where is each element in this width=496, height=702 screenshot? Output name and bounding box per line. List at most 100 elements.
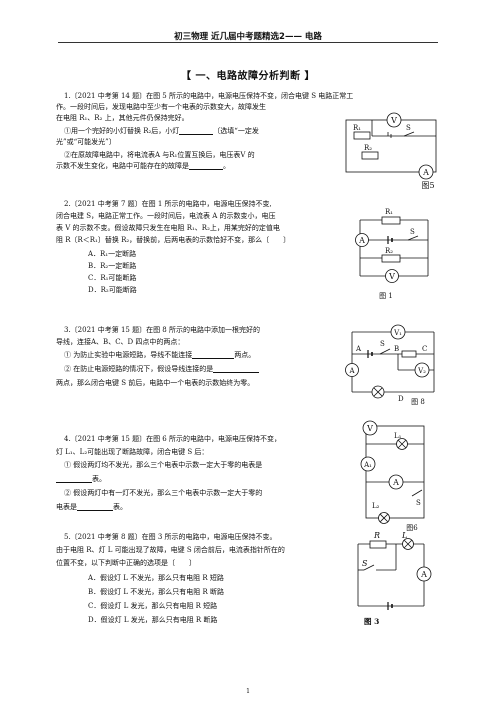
- fig3-l-label: L: [401, 531, 407, 540]
- figure-8-circuit: V₁ A S B C A V₂ D 图 8: [342, 324, 442, 406]
- fig5-r1-label: R₁: [353, 124, 361, 132]
- q3-blank-2[interactable]: [213, 365, 260, 373]
- resistor-r2-symbol: [381, 254, 401, 263]
- q3-line-4-text: ② 在防止电源短路的情况下，假设导线连接的是: [64, 365, 214, 373]
- fig6-voltmeter-label: V: [366, 424, 373, 433]
- fig3-r-label: R: [373, 531, 380, 540]
- fig8-caption: 图 8: [411, 398, 425, 406]
- q3-line-3-text: ① 为防止实验中电源短路，导线不能连接: [64, 351, 193, 359]
- fig8-point-b: B: [394, 345, 399, 353]
- fig1-r1-label: R₁: [385, 208, 393, 216]
- section-title: 【 一、电路故障分析判断 】: [181, 71, 315, 82]
- fig6-ammeter-symbol: [388, 474, 404, 490]
- fig6-l1-label: L₁: [394, 432, 402, 440]
- q4-line-2: 灯 L₁、L₂可能出现了断路故障，闭合电键 S 后：: [56, 448, 209, 456]
- voltmeter-v2-symbol: [414, 362, 430, 378]
- q1-line-2: 作。一段时间后，发现电路中至少有一个电表的示数变大，故障发生: [56, 103, 266, 111]
- fig1-ammeter-label: A: [358, 236, 365, 245]
- q4-line-6-text: 电表是: [56, 503, 77, 511]
- q2-option-c[interactable]: C．R₁可能断路: [88, 274, 137, 282]
- fig1-switch-label: S: [410, 228, 415, 236]
- fig1-switch-symbol: [407, 235, 419, 241]
- fig1-caption: 图 1: [379, 292, 393, 300]
- voltmeter-v1-symbol: [390, 324, 406, 340]
- q5-line-1: 5.〔2021 中考第 8 题〕在图 3 所示的电路中，电源电压保持不变。: [64, 533, 277, 541]
- resistor-r1-symbol: [381, 216, 401, 225]
- q3-line-2: 导线，连接A、B、C、D 四点中的两点：: [56, 338, 185, 346]
- q1-blank-2[interactable]: [189, 162, 223, 170]
- q3-line-4: ② 在防止电源短路的情况下，假设导线连接的是: [64, 365, 260, 373]
- q4-line-6: 电表是 表。: [56, 503, 127, 511]
- voltmeter-symbol: [386, 112, 402, 128]
- q4-blank-1[interactable]: [56, 475, 92, 483]
- q5-line-2: 由于电阻 R、灯 L 可能出现了故障，电键 S 闭合前后，电流表指针所在的: [56, 546, 285, 554]
- q4-blank-2[interactable]: [77, 503, 113, 511]
- q1-line-3: 在电阻 R₁、R₂ 上，其他元件仍保持完好。: [56, 114, 189, 122]
- fig5-voltmeter-label: V: [390, 116, 397, 125]
- q5-option-c[interactable]: C．假设灯 L 发光，那么只有电阻 R 短路: [88, 602, 218, 610]
- fig8-point-c: C: [422, 345, 427, 353]
- fig5-r2-label: R₂: [364, 144, 372, 152]
- q2-line-4: 阻 R〔R＜R₁〕替换 R₂，替换前，后两电表的示数恰好不变，那么〔 〕: [56, 236, 291, 244]
- page-header: 初三物理 近几届中考题精选2—— 电路: [174, 32, 322, 42]
- q1-line-1: 1.〔2021 中考第 14 题〕在图 5 所示的电路中，电源电压保持不变，闭合…: [64, 92, 354, 100]
- fig6-l2-label: L₂: [372, 502, 380, 510]
- fig3-ammeter-symbol: [416, 566, 432, 582]
- q3-blank-1[interactable]: [192, 351, 235, 359]
- q4-line-5: ② 假设两灯中有一灯不发光，那么三个电表中示数一定大于零的: [64, 489, 263, 497]
- q2-line-2: 闭合电建 S，电路正常工作。一段时间后，电流表 A 的示数变小，电压: [56, 212, 276, 220]
- q1-line-4-text: ①用一个完好的小灯替换 R₂后，小灯: [64, 127, 180, 135]
- q5-line-3: 位置不变，以下判断中正确的选项是〔 〕: [56, 559, 196, 567]
- q1-line-7-tail: 。: [223, 162, 230, 170]
- header-divider: [58, 42, 438, 43]
- figure-1-circuit: R₁ A S R₂ V 图 1: [352, 208, 436, 300]
- fig8-v2-label: V₂: [417, 367, 426, 375]
- fig3-switch-label: S: [362, 559, 368, 568]
- q1-line-4-tail: 〔选填“一定发: [213, 127, 259, 135]
- q5-option-b[interactable]: B．假设灯 L 不发光，那么只有电阻 R 断路: [88, 588, 224, 596]
- q2-option-b[interactable]: B．R₂一定断路: [88, 262, 137, 270]
- q1-line-4: ①用一个完好的小灯替换 R₂后，小灯 〔选填“一定发: [64, 127, 259, 135]
- q3-line-1: 3.〔2021 中考第 15 题〕在图 8 所示的电路中添加一根完好的: [64, 326, 260, 334]
- q3-line-3-tail: 两点。: [234, 351, 256, 359]
- figure-5-circuit: V R₁ S R₂ A 图5: [342, 110, 442, 190]
- fig6-switch-label: S: [416, 499, 421, 507]
- q3-line-3: ① 为防止实验中电源短路，导线不能连接 两点。: [64, 351, 255, 359]
- ammeter-symbol: [418, 164, 434, 180]
- q2-option-d[interactable]: D．R₂可能断路: [88, 286, 137, 294]
- voltmeter-symbol: [385, 269, 399, 283]
- fig5-caption: 图5: [421, 181, 434, 190]
- fig8-ammeter-label: A: [348, 367, 355, 375]
- fig1-voltmeter-label: V: [388, 272, 395, 281]
- q2-line-3: 表 V 的示数不变。假设故障只发生在电阻 R₁、R₂上，用某完好的定值电: [56, 224, 280, 232]
- q1-line-6: ②在原故障电路中，将电流表A 与R₁位置互换后，电压表V 的: [64, 151, 255, 159]
- fig6-a1-label: A₁: [363, 461, 372, 469]
- q2-line-1: 2.〔2021 中考第 7 题〕在图 1 所示的电路中，电源电压保持不变,: [64, 200, 272, 208]
- q4-line-1: 4.〔2021 中考第 15 题〕在图 6 所示的电路中，电源电压保持不变，: [64, 435, 281, 443]
- q4-line-6-tail: 表。: [113, 503, 127, 511]
- fig5-ammeter-label: A: [422, 168, 429, 177]
- q3-line-5: 两点，那么闭合电键 S 前后，电路中一个电表的示数始终为零。: [56, 379, 255, 387]
- q2-option-a[interactable]: A．R₁一定断路: [88, 250, 137, 258]
- q1-line-7-text: 示数不发生变化，电路中可能存在的故障是: [56, 162, 189, 170]
- figure-3-circuit: R L S A 图 3: [350, 530, 444, 626]
- fig8-resistor-symbol: [401, 350, 417, 358]
- q5-option-d[interactable]: D．假设灯 L 发光，那么只有电阻 R 断路: [88, 616, 218, 624]
- fig8-ammeter-symbol: [345, 363, 359, 377]
- q5-option-a[interactable]: A．假设灯 L 不发光，那么只有电阻 R 短路: [88, 574, 224, 582]
- fig5-switch-symbol: [403, 131, 415, 137]
- fig6-ammeter-a1-symbol: [360, 456, 376, 472]
- q4-line-4: 表。: [56, 475, 106, 483]
- fig8-switch-symbol: [379, 348, 391, 355]
- fig8-point-a: A: [355, 345, 362, 353]
- fig6-caption: 图6: [406, 524, 418, 532]
- q1-line-7: 示数不发生变化，电路中可能存在的故障是 。: [56, 162, 230, 170]
- q1-blank-1[interactable]: [179, 127, 214, 135]
- fig6-ammeter-label: A: [392, 478, 399, 487]
- page-number: 1: [246, 688, 250, 695]
- fig8-v1-label: V₁: [393, 329, 402, 337]
- resistor-r1-symbol: [353, 131, 371, 140]
- resistor-r2-symbol: [361, 151, 379, 160]
- fig6-voltmeter-symbol: [362, 420, 378, 436]
- fig5-switch-label: S: [406, 124, 411, 132]
